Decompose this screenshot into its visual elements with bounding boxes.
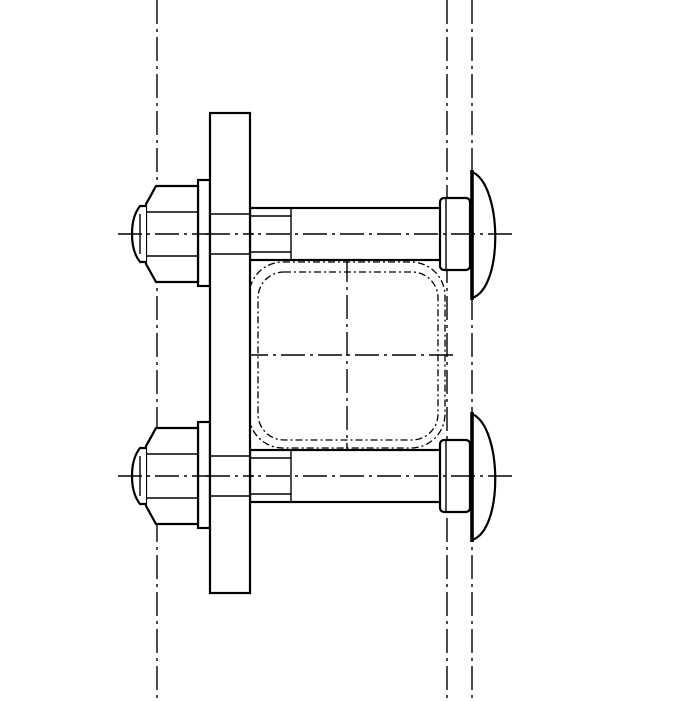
upper-nut-chamfer-top	[145, 185, 157, 205]
clamp-plate-group	[206, 111, 254, 595]
lower-nut-chamfer-top	[145, 427, 157, 447]
lower-bolt-head	[470, 412, 497, 542]
upper-nut-chamfer-bottom	[145, 263, 157, 283]
clamp-plate	[208, 111, 252, 595]
upper-bolt-head	[470, 170, 497, 300]
tube-inner-outline	[257, 271, 439, 441]
lower-washer	[196, 420, 212, 530]
upper-bolt-assembly	[118, 170, 512, 300]
lower-nut-chamfer-bottom	[145, 505, 157, 525]
square-tube-profile	[244, 258, 454, 452]
lower-bolt-assembly	[118, 412, 512, 542]
post-center-lines	[156, 0, 473, 701]
upper-washer	[196, 178, 212, 288]
